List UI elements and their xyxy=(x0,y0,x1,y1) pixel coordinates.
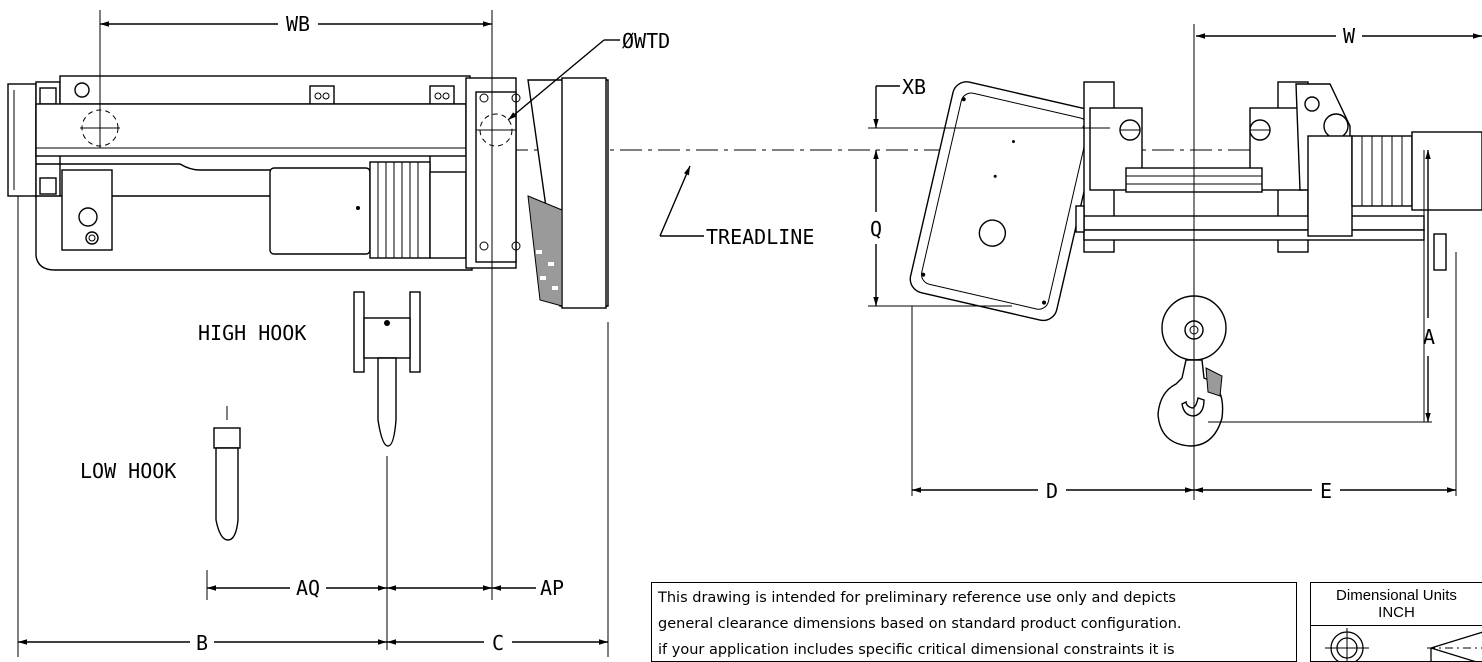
treadline-label: TREADLINE xyxy=(706,225,814,249)
units-title: Dimensional Units xyxy=(1336,587,1457,604)
top-frame-plate xyxy=(59,75,471,105)
control-panel xyxy=(909,81,1101,322)
e-label: E xyxy=(1320,479,1332,503)
low-hook xyxy=(213,427,241,541)
d-label: D xyxy=(1046,479,1058,503)
high-hook-label: HIGH HOOK xyxy=(198,321,306,345)
low-hook-label: LOW HOOK xyxy=(80,459,176,483)
drum-housing xyxy=(35,103,467,157)
note-line: if your application includes specific cr… xyxy=(658,642,1175,658)
hoist-motor xyxy=(269,167,371,255)
note-line: This drawing is intended for preliminary… xyxy=(658,590,1176,606)
a-label: A xyxy=(1423,325,1435,349)
note-line: general clearance dimensions based on st… xyxy=(658,616,1182,632)
lower-bracket xyxy=(61,169,113,251)
aq-label: AQ xyxy=(296,576,320,600)
units-value: INCH xyxy=(1378,604,1415,621)
c-label: C xyxy=(492,631,504,655)
w-label: W xyxy=(1343,24,1356,48)
high-hook xyxy=(353,291,421,447)
xb-label: XB xyxy=(902,75,926,99)
left-end-bracket xyxy=(7,83,37,197)
ap-label: AP xyxy=(540,576,564,600)
end-view: W XB Q A D E xyxy=(868,24,1482,503)
wb-label: WB xyxy=(286,12,310,36)
disclaimer-note: This drawing is intended for preliminary… xyxy=(651,582,1297,662)
wtd-label: ØWTD xyxy=(622,29,670,53)
end-view-hook-block xyxy=(1157,295,1227,447)
side-view: WB ØWTD TREADLINE HIGH HOOK LOW HOOK AQ … xyxy=(7,10,1480,657)
dimensional-units-box: Dimensional Units INCH xyxy=(1310,582,1482,662)
q-label: Q xyxy=(870,217,882,241)
b-label: B xyxy=(196,631,208,655)
